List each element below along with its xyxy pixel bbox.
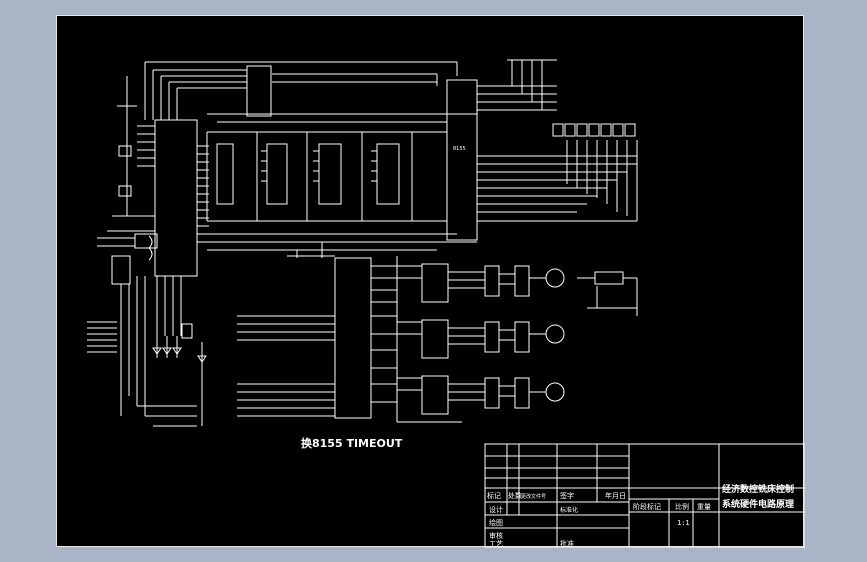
standardize-label: 标准化 (560, 506, 578, 514)
process-label: 工艺 (489, 540, 503, 548)
cpu-block (97, 76, 209, 416)
motor-channel-x (397, 263, 565, 303)
latch-chip (246, 65, 272, 117)
rev-mark-label: 标记 (487, 491, 501, 500)
rev-count-label: 处数 (508, 491, 522, 500)
title-block: 标记 处数 更改文件号 签字 年月日 设计 标准化 绘图 审核 工艺 批准 阶段… (484, 443, 805, 548)
drawing-title-line1: 经济数控铣床控制 (722, 483, 794, 495)
spindle-relay (577, 271, 638, 316)
rev-doc-label: 更改文件号 (521, 493, 546, 500)
controller-chip (237, 242, 462, 423)
input-switches (87, 321, 207, 427)
memory-chips (197, 122, 477, 251)
approve-label: 批准 (560, 539, 574, 548)
io-chip-8155: 8155 (446, 59, 638, 241)
draw-label: 绘图 (489, 518, 503, 527)
led-display (552, 123, 636, 137)
io-chip-label: 8155 (453, 146, 466, 152)
schematic-drawing: 8155 (87, 59, 805, 548)
rev-date-label: 年月日 (605, 491, 626, 500)
drawing-sheet: 8155 (56, 15, 805, 548)
motor-channel-z (397, 375, 565, 415)
drawing-title-line2: 系统硬件电路原理 (722, 498, 794, 510)
design-label: 设计 (489, 505, 503, 514)
weight-label: 重量 (697, 503, 711, 511)
schematic-caption: 换8155 TIMEOUT (301, 436, 403, 450)
motor-channel-y (397, 319, 565, 359)
address-bus (144, 61, 477, 123)
scale-value: 1:1 (677, 519, 690, 527)
scale-label: 比例 (675, 502, 689, 511)
review-label: 审核 (489, 531, 503, 540)
stage-mark-label: 阶段标记 (633, 502, 661, 511)
rev-sign-label: 签字 (560, 491, 574, 500)
